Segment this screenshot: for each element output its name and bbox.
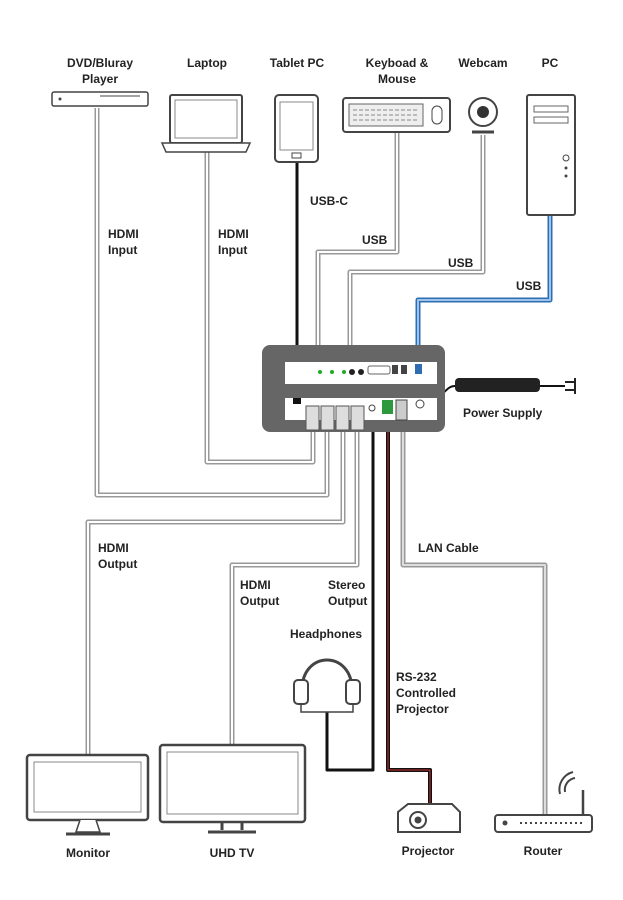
webcam-icon xyxy=(468,97,498,134)
cable-stereo xyxy=(325,420,375,772)
cable-lan xyxy=(400,420,548,815)
cable-pc-usb xyxy=(415,215,553,362)
keyboard-mouse-icon xyxy=(342,97,451,133)
uhd-tv-icon xyxy=(158,743,307,834)
tablet-label: Tablet PC xyxy=(269,56,325,70)
usbc-label: USB-C xyxy=(310,194,348,208)
keyboard-label: Keyboad &Mouse xyxy=(365,56,429,86)
cable-hdmi-out-tv xyxy=(229,430,360,745)
power-supply-icon xyxy=(455,378,576,394)
dvd-player-icon xyxy=(51,91,149,107)
monitor-icon xyxy=(25,753,150,836)
extender-device xyxy=(262,345,445,432)
power-supply-label: Power Supply xyxy=(463,406,543,420)
usb-pc-label: USB xyxy=(516,279,542,293)
cable-laptop-hdmi xyxy=(204,152,316,465)
headphones-label: Headphones xyxy=(289,627,363,641)
cable-keyboard-usb xyxy=(315,132,400,362)
cable-rs232 xyxy=(386,420,432,808)
webcam-label: Webcam xyxy=(458,56,508,70)
lan-cable-label: LAN Cable xyxy=(418,541,479,555)
projector-icon xyxy=(397,803,461,833)
router-label: Router xyxy=(523,844,563,858)
tablet-icon xyxy=(274,94,319,163)
projector-label: Projector xyxy=(401,844,455,858)
laptop-label: Laptop xyxy=(187,56,227,70)
laptop-icon xyxy=(160,94,252,153)
headphones-icon xyxy=(293,658,361,713)
usb-webcam-label: USB xyxy=(448,256,474,270)
cable-webcam-usb xyxy=(347,135,486,362)
uhd-tv-label: UHD TV xyxy=(209,846,255,860)
pc-label: PC xyxy=(541,56,559,70)
router-icon xyxy=(494,771,593,833)
cable-hdmi-out-monitor xyxy=(85,430,346,755)
pc-tower-icon xyxy=(526,94,576,216)
cable-dvd-hdmi xyxy=(94,108,330,498)
usb-keyboard-label: USB xyxy=(362,233,388,247)
monitor-label: Monitor xyxy=(66,846,110,860)
